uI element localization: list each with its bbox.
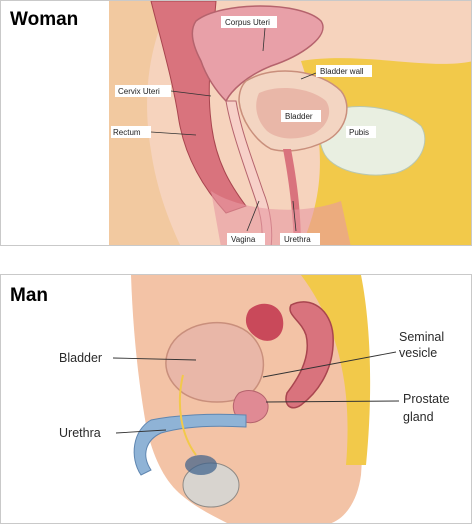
cervix-uteri-label: Cervix Uteri (118, 87, 160, 96)
corpus-uteri-label-box (221, 16, 277, 28)
rectum-leader (150, 131, 197, 136)
prostate-label-line2: gland (403, 410, 434, 424)
uterus-shape (191, 5, 324, 103)
rectum-label-box (111, 126, 151, 138)
bladder-label-box (281, 110, 321, 122)
vagina-label-box (227, 233, 265, 245)
vas-deferens (178, 374, 197, 456)
seminal-vesicle-shape (245, 303, 284, 341)
prostate-leader (265, 400, 400, 403)
bladder-wall-label-box (316, 65, 372, 77)
bladder-wall-leader (300, 72, 317, 80)
vagina-leader (246, 200, 260, 232)
male-bladder-leader (112, 357, 197, 361)
corpus-uteri-leader (262, 27, 266, 52)
seminal-vesicle-leader (262, 351, 397, 378)
seminal-label-line2: vesicle (399, 346, 437, 360)
male-bladder-label: Bladder (59, 351, 102, 365)
cervix-uteri-leader (170, 90, 212, 97)
woman-title: Woman (10, 9, 79, 30)
male-urethra-label: Urethra (59, 426, 101, 440)
male-pelvis-illustration: Bladder Seminal vesicle Prostate gland U… (59, 275, 450, 523)
male-urethra (133, 413, 247, 476)
rectum-label: Rectum (113, 128, 141, 137)
vagina-label: Vagina (231, 235, 256, 244)
male-urethra-leader (115, 429, 167, 434)
prostate-label-line1: Prostate (403, 392, 450, 406)
man-panel: Man Bladder Seminal vesicle Prostate gla… (0, 274, 472, 524)
urethra-label-box-woman (280, 233, 320, 245)
man-title: Man (10, 285, 48, 306)
seminal-label-line1: Seminal (399, 330, 444, 344)
epididymis-shape (185, 455, 217, 475)
female-back-tissue (109, 1, 181, 245)
bladder-wall-label: Bladder wall (320, 67, 364, 76)
bladder-label-woman: Bladder (285, 112, 313, 121)
cervix-uteri-label-box (115, 85, 171, 97)
urethra-label-woman: Urethra (284, 235, 311, 244)
male-rectum (285, 301, 334, 409)
male-back-fat (301, 275, 371, 465)
urethra-leader (292, 200, 297, 232)
pubis-label: Pubis (349, 128, 369, 137)
woman-panel: Woman Corpus Uteri Cervix (0, 0, 472, 246)
female-pelvis-illustration: Corpus Uteri Cervix Uteri Bladder wall B… (109, 1, 471, 245)
corpus-uteri-label: Corpus Uteri (225, 18, 270, 27)
perineum-tissue (211, 191, 351, 245)
pubis-label-box (346, 126, 376, 138)
